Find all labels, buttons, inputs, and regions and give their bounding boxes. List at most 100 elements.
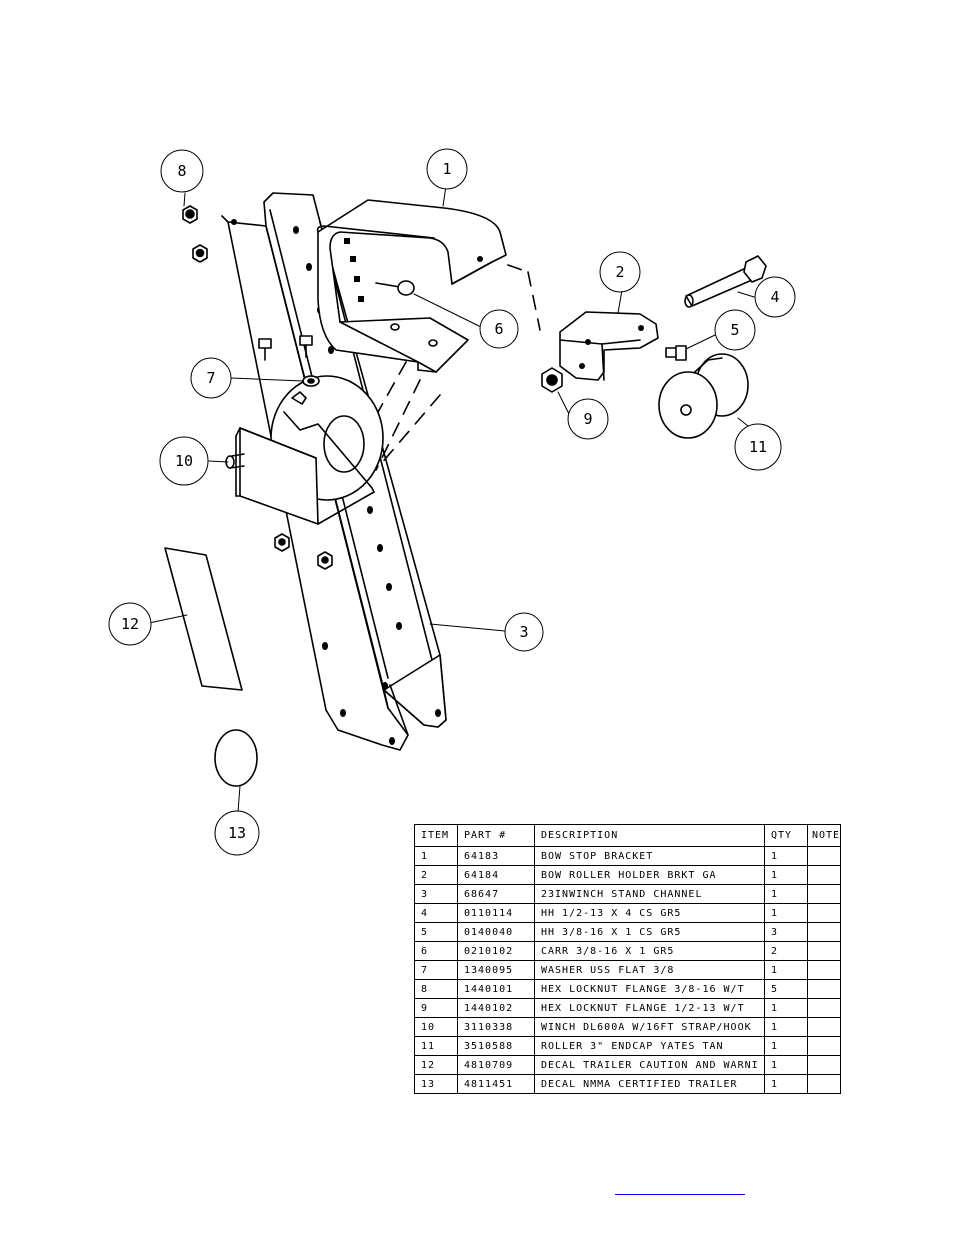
hh-bolt-long — [684, 255, 767, 308]
bom-cell-qty: 1 — [764, 865, 808, 885]
bom-header-row: ITEM PART # DESCRIPTION QTY NOTE — [414, 824, 841, 847]
bom-cell-note — [807, 1055, 841, 1075]
callout-12-label: 12 — [121, 615, 139, 633]
callout-10-label: 10 — [175, 452, 193, 470]
bom-header-note: NOTE — [807, 824, 841, 847]
bom-cell-item: 13 — [414, 1074, 458, 1094]
assembly-lines — [375, 264, 541, 471]
bom-cell-part: 3510588 — [457, 1036, 535, 1056]
bom-header-qty: QTY — [764, 824, 808, 847]
callout-10 — [159, 436, 209, 486]
bom-cell-note — [807, 1017, 841, 1037]
bom-cell-note — [807, 903, 841, 923]
nmma-decal — [214, 729, 258, 787]
bom-cell-qty: 5 — [764, 979, 808, 999]
flat-washer — [302, 375, 320, 387]
bom-cell-qty: 1 — [764, 1036, 808, 1056]
callout-4 — [754, 276, 796, 318]
caution-decal — [164, 547, 243, 691]
callout-3 — [504, 612, 544, 652]
bom-cell-note — [807, 884, 841, 904]
leader-lines — [148, 185, 755, 813]
callout-11 — [734, 423, 782, 471]
bom-cell-part: 64184 — [457, 865, 535, 885]
callout-6-label: 6 — [494, 320, 503, 338]
bom-cell-qty: 1 — [764, 884, 808, 904]
bom-cell-qty: 3 — [764, 922, 808, 942]
bow-stop-bracket — [316, 199, 507, 373]
callout-8-label: 8 — [177, 162, 186, 180]
bom-cell-note — [807, 1036, 841, 1056]
bom-cell-part: 1440102 — [457, 998, 535, 1018]
bom-cell-item: 5 — [414, 922, 458, 942]
hex-locknut-large — [541, 367, 563, 393]
bom-cell-note — [807, 865, 841, 885]
callout-2 — [599, 251, 641, 293]
bom-cell-qty: 1 — [764, 1017, 808, 1037]
bom-cell-description: HH 3/8-16 X 1 CS GR5 — [534, 922, 765, 942]
bom-cell-note — [807, 998, 841, 1018]
bom-cell-description: HH 1/2-13 X 4 CS GR5 — [534, 903, 765, 923]
bom-cell-description: DECAL TRAILER CAUTION AND WARNI — [534, 1055, 765, 1075]
bom-cell-qty: 1 — [764, 1074, 808, 1094]
callout-balloons: 8 1 2 4 5 6 7 9 10 11 12 3 13 — [108, 148, 796, 856]
bom-cell-part: 0110114 — [457, 903, 535, 923]
callout-6 — [479, 309, 519, 349]
bom-header-part: PART # — [457, 824, 535, 847]
callout-5 — [714, 309, 756, 351]
callout-13 — [214, 810, 260, 856]
callout-13-label: 13 — [228, 824, 246, 842]
footer-link[interactable] — [615, 1178, 745, 1195]
bom-cell-part: 0140040 — [457, 922, 535, 942]
bom-cell-description: 23INWINCH STAND CHANNEL — [534, 884, 765, 904]
bom-cell-qty: 1 — [764, 960, 808, 980]
carriage-bolt — [375, 280, 415, 296]
bom-cell-item: 2 — [414, 865, 458, 885]
bom-cell-note — [807, 941, 841, 961]
callout-9-label: 9 — [583, 410, 592, 428]
bom-cell-item: 12 — [414, 1055, 458, 1075]
callout-3-label: 3 — [519, 623, 528, 641]
bom-cell-qty: 1 — [764, 998, 808, 1018]
winch — [225, 375, 384, 525]
bom-cell-item: 11 — [414, 1036, 458, 1056]
endcap-roller — [658, 353, 749, 439]
bom-cell-qty: 1 — [764, 1055, 808, 1075]
bom-cell-part: 4810709 — [457, 1055, 535, 1075]
bom-header-item: ITEM — [414, 824, 458, 847]
bom-cell-item: 1 — [414, 846, 458, 866]
bom-cell-note — [807, 1074, 841, 1094]
callout-8 — [160, 149, 204, 193]
bom-cell-part: 68647 — [457, 884, 535, 904]
bom-cell-item: 3 — [414, 884, 458, 904]
bom-cell-part: 1440101 — [457, 979, 535, 999]
callout-4-label: 4 — [770, 288, 779, 306]
bom-cell-description: ROLLER 3" ENDCAP YATES TAN — [534, 1036, 765, 1056]
callout-7 — [190, 357, 232, 399]
bom-cell-qty: 1 — [764, 846, 808, 866]
bom-cell-description: HEX LOCKNUT FLANGE 1/2-13 W/T — [534, 998, 765, 1018]
bom-cell-part: 0210102 — [457, 941, 535, 961]
bom-cell-description: BOW ROLLER HOLDER BRKT GA — [534, 865, 765, 885]
callout-7-label: 7 — [206, 369, 215, 387]
bom-cell-part: 4811451 — [457, 1074, 535, 1094]
bom-cell-part: 64183 — [457, 846, 535, 866]
bom-cell-note — [807, 922, 841, 942]
bom-cell-description: HEX LOCKNUT FLANGE 3/8-16 W/T — [534, 979, 765, 999]
bom-cell-item: 10 — [414, 1017, 458, 1037]
callout-12 — [108, 602, 152, 646]
hh-bolt-short — [665, 345, 687, 361]
bom-cell-item: 8 — [414, 979, 458, 999]
